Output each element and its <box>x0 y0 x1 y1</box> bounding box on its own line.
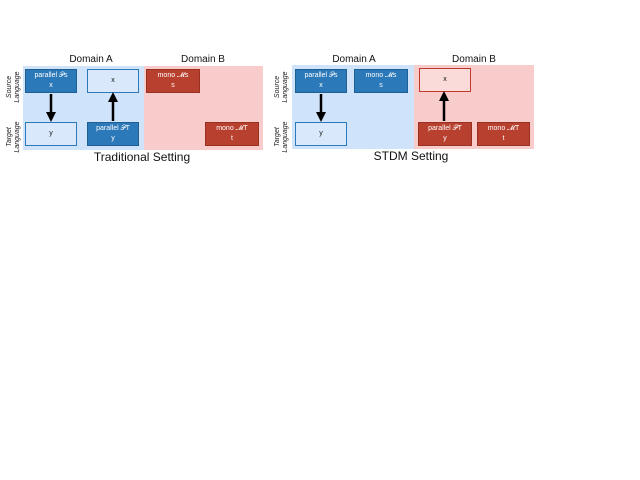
left-y-box: y <box>25 122 77 146</box>
left-mono-s-box: mono 𝓜s s <box>146 69 200 93</box>
right-x-value: x <box>443 76 447 83</box>
left-mono-s-value: s <box>171 82 175 89</box>
right-parallel-t-value: y <box>443 135 447 142</box>
left-mono-t-value: t <box>231 135 233 142</box>
right-parallel-s-label: parallel 𝒫s <box>304 72 338 79</box>
right-mono-t-box: mono 𝓜T t <box>477 122 530 146</box>
right-caption: STDM Setting <box>373 149 449 163</box>
right-mono-s-value: s <box>379 82 383 89</box>
left-mono-t-label: mono 𝓜T <box>216 125 248 132</box>
left-domain-a-title: Domain A <box>69 54 113 65</box>
left-mono-t-box: mono 𝓜T t <box>205 122 259 146</box>
right-parallel-t-box: parallel 𝒫T y <box>418 122 472 146</box>
right-parallel-t-label: parallel 𝒫T <box>428 125 462 132</box>
left-y-value: y <box>49 130 53 137</box>
right-mono-s-label: mono 𝓜s <box>365 72 397 79</box>
right-mono-t-value: t <box>502 135 505 142</box>
right-domain-a-title: Domain A <box>332 54 376 65</box>
right-domain-b-title: Domain B <box>452 54 496 65</box>
right-mono-t-label: mono 𝓜T <box>487 125 520 132</box>
left-parallel-t-label: parallel 𝒫T <box>96 125 130 132</box>
left-x-value: x <box>111 77 115 84</box>
left-parallel-s-box: parallel 𝒫s x <box>25 69 77 93</box>
left-parallel-s-label: parallel 𝒫s <box>34 72 68 79</box>
right-y-box: y <box>295 122 347 146</box>
left-parallel-s-value: x <box>49 82 53 89</box>
left-x-box: x <box>87 69 139 93</box>
right-mono-s-box: mono 𝓜s s <box>354 69 408 93</box>
right-x-box: x <box>419 68 471 92</box>
right-parallel-s-value: x <box>319 82 323 89</box>
left-parallel-t-value: y <box>111 135 115 142</box>
right-parallel-s-box: parallel 𝒫s x <box>295 69 347 93</box>
left-caption: Traditional Setting <box>93 150 191 164</box>
right-y-value: y <box>319 130 323 137</box>
left-parallel-t-box: parallel 𝒫T y <box>87 122 139 146</box>
left-mono-s-label: mono 𝓜s <box>157 72 189 79</box>
left-domain-b-title: Domain B <box>181 54 225 65</box>
